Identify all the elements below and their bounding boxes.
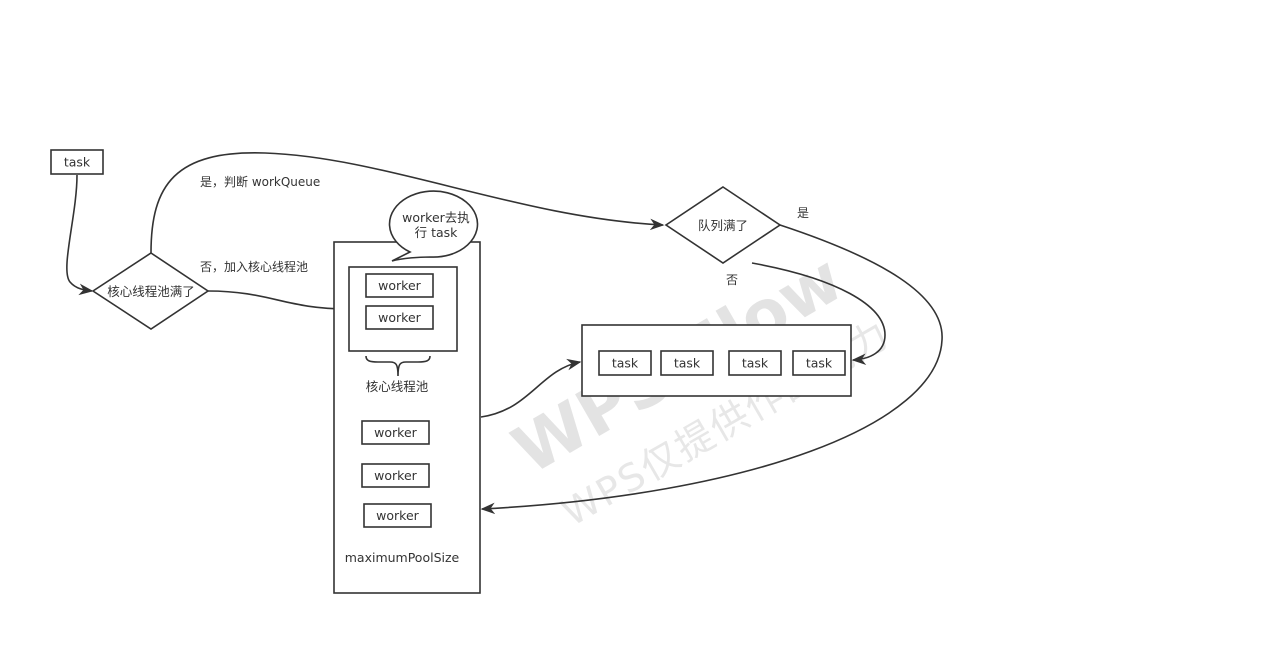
- queue-full-decision-label: 队列满了: [698, 218, 748, 233]
- label-queue-no: 否: [726, 273, 738, 287]
- core-pool-brace: [365, 355, 431, 377]
- core-worker-2-label: worker: [378, 310, 421, 325]
- queue-task-2[interactable]: task: [660, 350, 714, 376]
- queue-task-1-label: task: [612, 356, 639, 371]
- core-worker-1[interactable]: worker: [365, 273, 434, 298]
- extra-worker-2-label: worker: [374, 468, 417, 483]
- edge-pool-to-queue: [480, 358, 582, 418]
- task-start-label: task: [64, 155, 91, 170]
- queue-task-1[interactable]: task: [598, 350, 652, 376]
- core-full-decision[interactable]: 核心线程池满了: [91, 252, 210, 330]
- extra-worker-1-label: worker: [374, 425, 417, 440]
- core-worker-1-label: worker: [378, 278, 421, 293]
- extra-worker-3[interactable]: worker: [363, 503, 432, 528]
- edge-queue-full-yes: [480, 224, 943, 515]
- core-worker-2[interactable]: worker: [365, 305, 434, 330]
- queue-task-3[interactable]: task: [728, 350, 782, 376]
- core-pool-label: 核心线程池: [366, 379, 429, 394]
- edge-queue-full-no: [751, 262, 886, 365]
- label-yes-check-queue: 是，判断 workQueue: [200, 174, 320, 189]
- core-full-decision-label: 核心线程池满了: [107, 284, 195, 299]
- label-queue-yes: 是: [797, 206, 809, 220]
- extra-worker-3-label: worker: [376, 508, 419, 523]
- max-pool-label: maximumPoolSize: [345, 550, 460, 565]
- speech-bubble-line2: 行 task: [415, 225, 459, 240]
- speech-bubble: worker去执 行 task: [388, 190, 479, 262]
- edge-core-full-yes: [150, 152, 665, 254]
- extra-worker-1[interactable]: worker: [361, 420, 430, 445]
- edge-core-full-no: [207, 290, 350, 315]
- edges: [66, 152, 943, 515]
- work-queue-box[interactable]: task task task task: [581, 324, 852, 397]
- extra-worker-2[interactable]: worker: [361, 463, 430, 488]
- edge-task-to-core-decision: [66, 174, 94, 296]
- task-start-node[interactable]: task: [50, 149, 104, 175]
- label-no-add-core: 否，加入核心线程池: [200, 259, 308, 274]
- speech-bubble-line1: worker去执: [402, 210, 470, 225]
- queue-task-3-label: task: [742, 356, 769, 371]
- queue-task-4[interactable]: task: [792, 350, 846, 376]
- queue-full-decision[interactable]: 队列满了: [664, 186, 782, 264]
- core-pool-box[interactable]: worker worker: [348, 266, 458, 352]
- queue-task-2-label: task: [674, 356, 701, 371]
- queue-task-4-label: task: [806, 356, 833, 371]
